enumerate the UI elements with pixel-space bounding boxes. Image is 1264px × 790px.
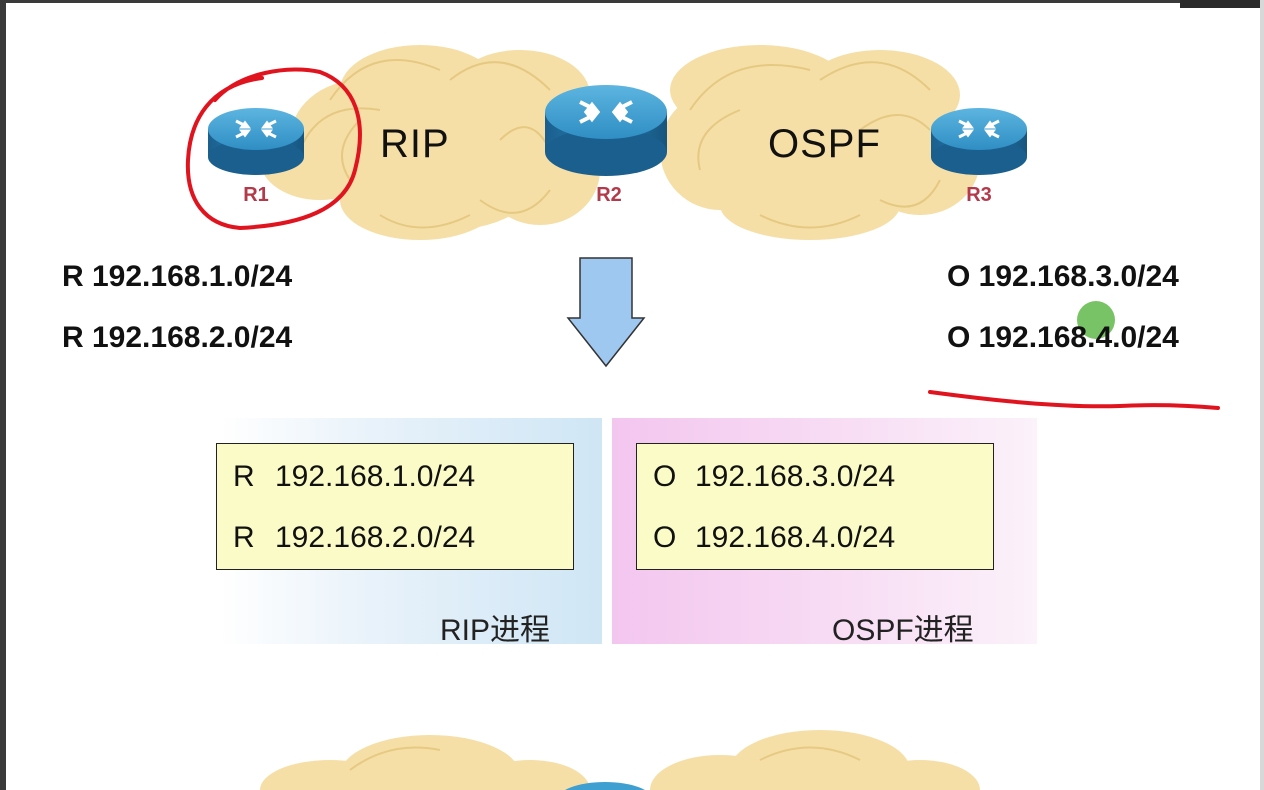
annotation-underline <box>928 390 1220 410</box>
route-prefix: 192.168.1.0/24 <box>275 460 476 493</box>
route-prefix: 192.168.2.0/24 <box>275 521 476 554</box>
cloud-icon <box>260 730 980 790</box>
router-icon <box>208 108 304 175</box>
route-code: O <box>653 460 677 493</box>
window-frame-right <box>1260 0 1264 790</box>
router-icon <box>565 782 645 790</box>
window-frame-top <box>0 0 1264 3</box>
route-code: R <box>233 460 255 493</box>
route-entry-left: R 192.168.2.0/24 <box>62 321 293 354</box>
router-label-r2: R2 <box>596 184 622 206</box>
route-code: R <box>233 521 255 554</box>
ospf-process-label: OSPF进程 <box>832 614 974 647</box>
router-icon <box>545 85 667 176</box>
rip-route-line: R 192.168.1.0/24 <box>233 460 475 494</box>
router-label-r1: R1 <box>243 184 269 206</box>
rip-process-label: RIP进程 <box>440 614 551 647</box>
route-entry-right: O 192.168.3.0/24 <box>947 260 1179 293</box>
router-label-r3: R3 <box>966 184 992 206</box>
rip-route-line: R 192.168.2.0/24 <box>233 521 475 555</box>
router-icon <box>931 108 1027 175</box>
ospf-route-line: O 192.168.3.0/24 <box>653 460 895 494</box>
ospf-route-line: O 192.168.4.0/24 <box>653 521 895 555</box>
cloud-label-rip: RIP <box>380 122 450 166</box>
ospf-route-box: O 192.168.3.0/24 O 192.168.4.0/24 <box>636 443 994 570</box>
cloud-label-ospf: OSPF <box>768 122 881 166</box>
annotation-circle <box>185 67 362 231</box>
down-arrow-icon <box>566 257 646 368</box>
route-entry-left: R 192.168.1.0/24 <box>62 260 293 293</box>
route-prefix: 192.168.3.0/24 <box>695 460 896 493</box>
route-prefix: 192.168.4.0/24 <box>695 521 896 554</box>
cursor-dot <box>1077 301 1115 339</box>
route-entry-right: O 192.168.4.0/24 <box>947 321 1179 354</box>
window-frame-left <box>0 0 6 790</box>
window-frame-corner <box>1180 0 1264 8</box>
rip-route-box: R 192.168.1.0/24 R 192.168.2.0/24 <box>216 443 574 570</box>
cloud-icon <box>660 45 980 240</box>
route-code: O <box>653 521 677 554</box>
